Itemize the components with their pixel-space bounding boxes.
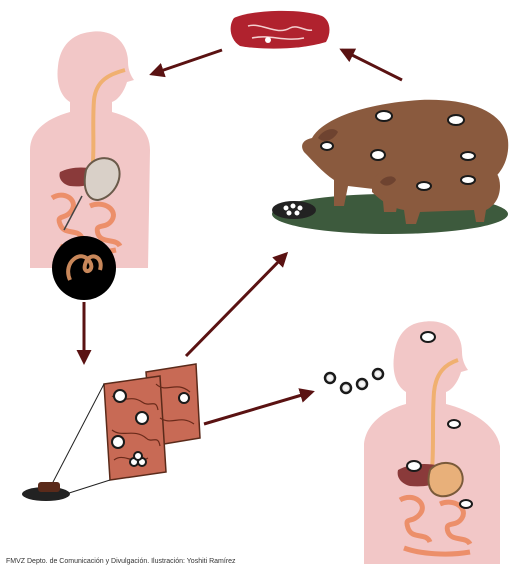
arrow-pig-to-meat — [342, 50, 402, 80]
arrow-meat-to-human — [152, 50, 222, 74]
feces-icon — [22, 482, 70, 501]
muscle-tissue-icon — [52, 364, 200, 494]
human-with-tapeworm — [30, 31, 150, 300]
egg-cluster-icon — [325, 369, 383, 393]
arrow-feces-to-human — [204, 392, 312, 424]
arrow-feces-to-pig — [186, 254, 286, 356]
tapeworm-icon — [52, 236, 116, 300]
pork-meat — [231, 11, 330, 49]
pigs-with-cysts — [272, 100, 508, 234]
stomach — [428, 463, 462, 496]
zoom-lines — [52, 384, 110, 494]
illustration-credit: FMVZ Depto. de Comunicación y Divulgació… — [6, 558, 236, 565]
human-with-cysts — [364, 321, 500, 564]
human-silhouette — [30, 31, 150, 268]
pig-feces-egg-cluster — [272, 201, 316, 219]
